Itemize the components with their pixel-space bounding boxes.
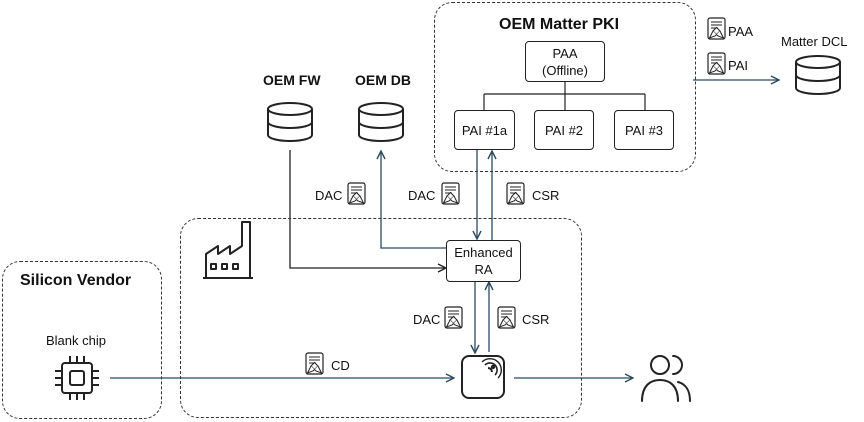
csr-device-cert-label: CSR (522, 312, 550, 327)
dac-pki-cert-label: DAC (408, 188, 436, 203)
matter-dcl-label: Matter DCL (781, 34, 848, 49)
flow-arrows (110, 80, 778, 378)
oem-db-database-icon (358, 102, 404, 142)
nfc-device-icon (461, 355, 505, 399)
oem-matter-pki-group (434, 2, 696, 172)
pai-3-node: PAI #3 (614, 110, 674, 150)
pai-cert-label: PAI (728, 58, 748, 73)
users-icon (641, 355, 691, 402)
arrow-ra-to-db (381, 152, 448, 249)
pai-3-label: PAI #3 (624, 122, 664, 138)
dac-db-certificate-icon (347, 182, 366, 205)
silicon-vendor-title: Silicon Vendor (20, 272, 132, 289)
paa-label: PAA (552, 45, 578, 61)
pki-tree-lines (483, 82, 646, 110)
enhanced-ra-sublabel: RA (474, 262, 493, 277)
blank-chip-label: Blank chip (46, 333, 106, 348)
pai-2-node: PAI #2 (534, 110, 594, 150)
enhanced-ra-label: Enhanced (454, 245, 513, 260)
cd-cert-label: CD (331, 358, 350, 373)
paa-certificate-icon (707, 17, 726, 40)
csr-pki-cert-label: CSR (532, 188, 560, 203)
oem-fw-label: OEM FW (263, 72, 321, 88)
chip-icon (55, 356, 99, 400)
pai-1a-node: PAI #1a (454, 110, 515, 150)
dac-device-cert-label: DAC (413, 312, 441, 327)
arrow-fw-to-ra (289, 150, 445, 268)
factory-icon (203, 221, 253, 279)
paa-cert-label: PAA (728, 24, 754, 39)
dac-pki-certificate-icon (441, 182, 460, 205)
oem-fw-database-icon (267, 102, 313, 142)
pai-2-label: PAI #2 (544, 122, 584, 138)
pki-group-title: OEM Matter PKI (499, 16, 620, 33)
pai-1a-label: PAI #1a (461, 122, 508, 138)
paa-sublabel: (Offline) (542, 62, 588, 78)
oem-db-label: OEM DB (355, 72, 411, 88)
dac-db-cert-label: DAC (315, 188, 343, 203)
paa-node: PAA (Offline) (525, 41, 605, 82)
silicon-vendor-group (2, 261, 162, 419)
matter-dcl-database-icon (795, 55, 841, 95)
pai-certificate-icon (707, 52, 726, 75)
csr-pki-certificate-icon (506, 182, 525, 205)
enhanced-ra-node: Enhanced RA (446, 240, 521, 282)
factory-group (180, 218, 582, 418)
